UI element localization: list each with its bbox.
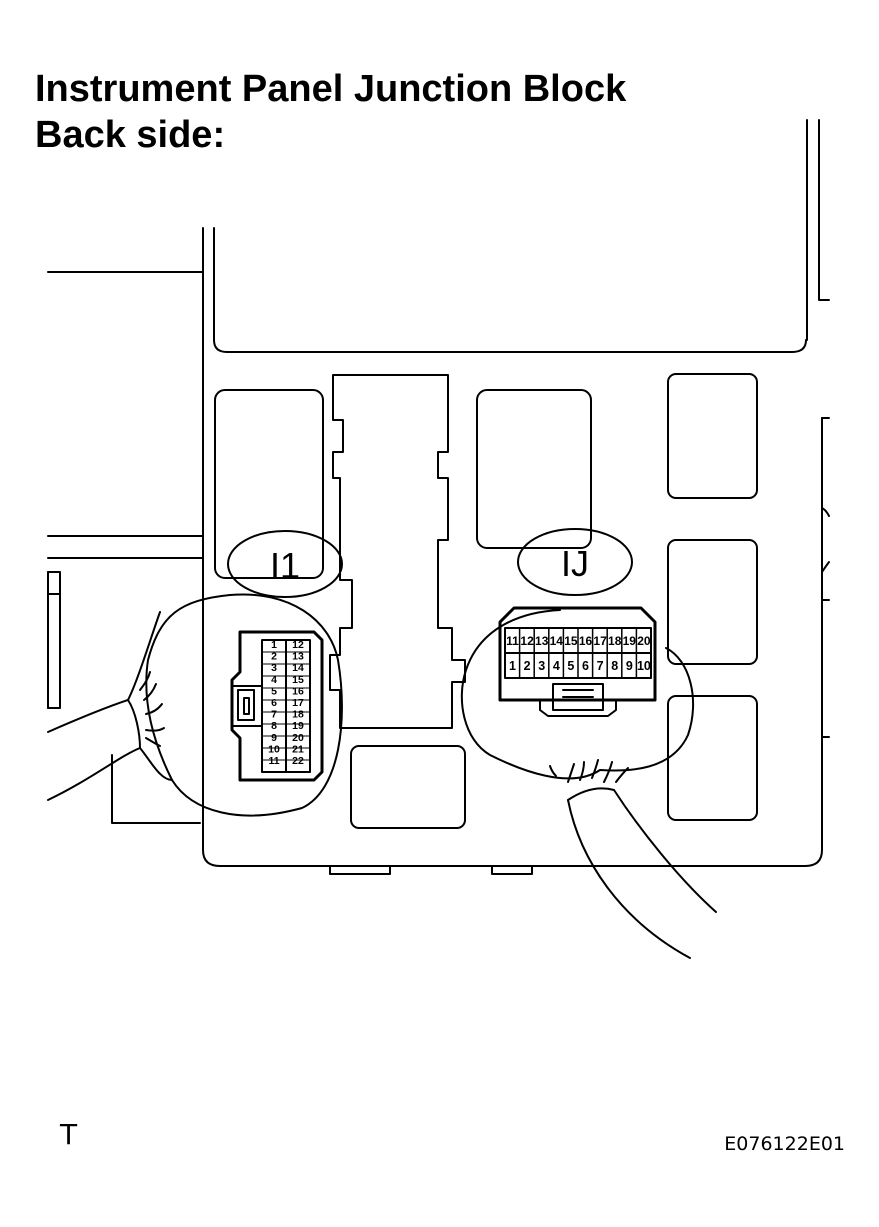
diagram-subtitle: Back side: bbox=[35, 114, 226, 156]
pin-number: 12 bbox=[292, 639, 304, 651]
pin-number: 20 bbox=[292, 732, 304, 744]
wire-harness-right bbox=[549, 759, 717, 959]
pin-number: 19 bbox=[292, 720, 304, 732]
magnifier-left bbox=[145, 593, 343, 817]
pin-number: 5 bbox=[271, 685, 277, 697]
center-relay-housing bbox=[329, 374, 466, 729]
diagram-title: Instrument Panel Junction Block bbox=[35, 68, 627, 110]
pin-number: 4 bbox=[271, 674, 277, 686]
pin-number: 22 bbox=[292, 755, 304, 767]
pin-number: 17 bbox=[292, 697, 304, 709]
pin-number: 13 bbox=[292, 651, 304, 663]
figure-code: E076122E01 bbox=[724, 1133, 845, 1155]
pin-number: 13 bbox=[535, 634, 549, 648]
pin-number: 9 bbox=[626, 659, 633, 673]
pin-number: 6 bbox=[582, 659, 589, 673]
pin-number: 12 bbox=[520, 634, 534, 648]
connector-ij-label: IJ bbox=[561, 543, 589, 584]
pin-number: 15 bbox=[564, 634, 578, 648]
pin-number: 15 bbox=[292, 674, 304, 686]
right-edge-plate bbox=[806, 119, 830, 851]
pin-number: 7 bbox=[597, 659, 604, 673]
connector-i1-label: I1 bbox=[270, 545, 300, 586]
magnifier-right bbox=[460, 609, 695, 780]
pin-number: 17 bbox=[593, 634, 607, 648]
pin-number: 21 bbox=[292, 743, 304, 755]
left-edge-details bbox=[47, 271, 203, 824]
pin-number: 20 bbox=[637, 634, 651, 648]
pin-number: 4 bbox=[553, 659, 560, 673]
pin-number: 18 bbox=[608, 634, 622, 648]
pin-number: 2 bbox=[524, 659, 531, 673]
ij-label-oval bbox=[517, 528, 633, 596]
pin-number: 1 bbox=[271, 639, 277, 651]
pin-number: 11 bbox=[268, 755, 279, 767]
pin-number: 10 bbox=[268, 743, 280, 755]
pin-number: 11 bbox=[506, 634, 519, 648]
pin-number: 14 bbox=[292, 662, 304, 674]
connector-i1 bbox=[230, 630, 324, 782]
pin-number: 8 bbox=[271, 720, 277, 732]
pin-number: 2 bbox=[271, 651, 277, 663]
pin-number: 8 bbox=[611, 659, 618, 673]
pin-number: 9 bbox=[271, 732, 277, 744]
pin-number: 6 bbox=[271, 697, 277, 709]
pin-number: 3 bbox=[271, 662, 277, 674]
pin-number: 7 bbox=[271, 709, 277, 721]
pin-number: 14 bbox=[550, 634, 564, 648]
pin-number: 10 bbox=[637, 659, 651, 673]
pin-number: 16 bbox=[579, 634, 593, 648]
pin-number: 19 bbox=[623, 634, 637, 648]
pin-number: 16 bbox=[292, 685, 304, 697]
pin-number: 1 bbox=[509, 659, 516, 673]
junction-block-body bbox=[202, 227, 823, 875]
pin-number: 18 bbox=[292, 709, 304, 721]
pin-number: 3 bbox=[538, 659, 545, 673]
corner-mark: T bbox=[60, 1118, 78, 1151]
i1-label-oval bbox=[227, 530, 343, 598]
wire-harness-left bbox=[47, 611, 173, 801]
pin-number: 5 bbox=[567, 659, 574, 673]
